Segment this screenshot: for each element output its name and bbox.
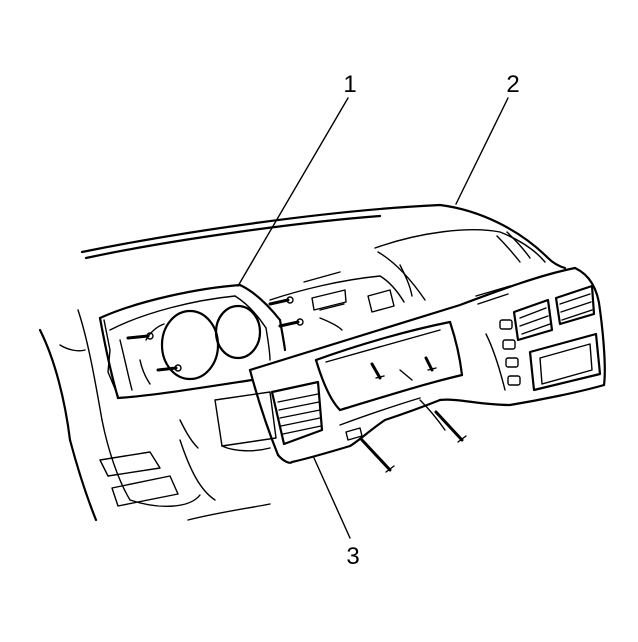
lower-console: [179, 391, 446, 452]
dash-center-detail: [268, 264, 413, 331]
cluster-trim-bezel: [248, 266, 606, 464]
leader-line-1: [237, 97, 349, 287]
leader-line-2: [455, 97, 509, 205]
leader-line-3: [313, 457, 351, 539]
instrument-cluster: [98, 283, 287, 400]
instrument-panel-top: [80, 203, 567, 301]
leader-lines: [237, 97, 509, 539]
callout-3: 3: [346, 543, 359, 570]
callout-1: 1: [343, 71, 356, 98]
dash-left-end: [38, 309, 271, 522]
bezel-screws: [360, 356, 467, 473]
callout-2: 2: [506, 71, 519, 98]
